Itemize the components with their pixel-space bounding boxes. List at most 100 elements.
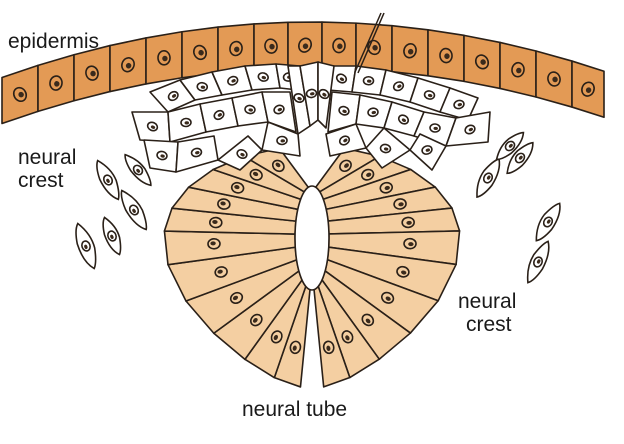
- nucleolus: [508, 143, 513, 148]
- nucleolus: [480, 59, 486, 65]
- nucleus-outline: [511, 61, 525, 78]
- pointer-line: [354, 12, 382, 73]
- nucleus-outline: [403, 237, 417, 250]
- nucleolus: [232, 295, 239, 301]
- nucleus-outline: [167, 90, 179, 102]
- cell-nucleus: [81, 240, 91, 252]
- cell-nucleus: [128, 204, 140, 216]
- cell-nucleus: [273, 104, 285, 115]
- nucleus-outline: [244, 104, 256, 115]
- nucleolus: [252, 317, 258, 323]
- nucleus-outline: [338, 135, 351, 146]
- cell-nucleus: [339, 159, 352, 173]
- epidermis-layer: [1, 21, 605, 125]
- nucleus-outline: [157, 50, 171, 66]
- neural-crest-label-right: neural crest: [458, 290, 517, 336]
- cell-nucleus: [403, 43, 417, 59]
- nucleus-outline: [229, 40, 243, 57]
- nucleus-outline: [367, 107, 379, 118]
- nucleus-outline: [49, 75, 63, 91]
- cell-nucleus: [482, 172, 494, 184]
- nucleolus: [310, 92, 315, 96]
- nucleolus: [269, 43, 275, 50]
- nucleus-outline: [214, 266, 228, 278]
- nucleolus: [337, 43, 343, 50]
- nucleus-outline: [332, 37, 346, 54]
- nucleolus: [384, 185, 390, 191]
- nucleus-outline: [132, 164, 144, 176]
- nucleolus: [110, 234, 114, 240]
- nucleus-outline: [236, 148, 248, 160]
- cell-nucleus: [504, 140, 516, 152]
- cell-nucleus: [244, 104, 256, 115]
- nucleolus: [516, 67, 522, 74]
- nucleolus: [407, 48, 414, 55]
- nucleus-outline: [121, 57, 135, 73]
- nucleus-outline: [257, 72, 269, 82]
- nucleolus: [297, 96, 302, 101]
- cell-nucleus: [474, 54, 490, 70]
- nucleolus: [427, 93, 433, 98]
- cell-nucleus: [396, 265, 410, 278]
- neural-tube: [163, 147, 461, 388]
- dorsal-cells: [131, 61, 491, 173]
- nucleus-outline: [474, 54, 490, 70]
- nucleolus: [585, 87, 592, 93]
- nucleus-outline: [273, 104, 285, 115]
- nucleolus: [273, 334, 278, 341]
- cell-nucleus: [367, 107, 379, 118]
- nucleolus: [231, 79, 236, 83]
- nucleolus: [252, 171, 259, 177]
- nucleolus: [383, 147, 389, 151]
- cell-nucleus: [85, 65, 99, 81]
- neural-crest-cell: [535, 202, 561, 242]
- cell-nucleus: [439, 47, 453, 64]
- cell-nucleus: [167, 90, 179, 102]
- cell-nucleus: [208, 216, 223, 229]
- cell-nucleus: [542, 216, 554, 228]
- nucleus-outline: [156, 150, 168, 161]
- nucleus-outline: [379, 143, 392, 154]
- nucleolus: [125, 62, 132, 69]
- nucleolus: [184, 121, 190, 125]
- nucleolus: [234, 185, 240, 190]
- cell-nucleus: [429, 123, 441, 133]
- nucleus-outline: [379, 181, 393, 194]
- neural-crest-cell: [75, 222, 97, 270]
- cell-nucleus: [532, 256, 544, 268]
- nucleolus: [248, 108, 253, 112]
- nucleus-outline: [464, 124, 476, 135]
- nucleolus: [54, 81, 60, 87]
- cell-nucleus: [381, 291, 395, 304]
- nucleus-outline: [396, 265, 410, 278]
- cell-nucleus: [581, 81, 595, 97]
- nucleolus: [277, 107, 283, 112]
- cell-nucleus: [180, 117, 192, 128]
- cell-nucleus: [271, 159, 285, 173]
- cell-nucleus: [393, 198, 407, 210]
- cell-nucleus: [157, 50, 171, 66]
- nucleus-outline: [339, 159, 352, 173]
- nucleus-outline: [421, 145, 433, 155]
- nucleolus: [401, 270, 407, 275]
- nucleolus: [433, 126, 438, 131]
- nucleus-outline: [293, 93, 305, 103]
- nucleus-outline: [453, 99, 465, 110]
- nucleus-outline: [193, 44, 207, 61]
- nucleolus: [372, 44, 378, 51]
- nucleus-outline: [213, 109, 225, 121]
- nucleus-outline: [362, 75, 375, 86]
- nucleus-outline: [297, 37, 313, 53]
- nucleolus: [366, 172, 372, 177]
- nucleolus: [234, 46, 240, 53]
- nucleolus: [457, 103, 463, 107]
- cell-nucleus: [453, 99, 465, 110]
- nucleus-outline: [318, 88, 330, 100]
- nucleolus: [106, 178, 110, 183]
- nucleolus: [342, 109, 347, 114]
- dorsal-cell: [261, 121, 301, 157]
- nucleus-outline: [107, 230, 117, 242]
- cell-nucleus: [270, 330, 283, 344]
- nucleolus: [345, 335, 350, 341]
- nucleus-outline: [581, 81, 595, 97]
